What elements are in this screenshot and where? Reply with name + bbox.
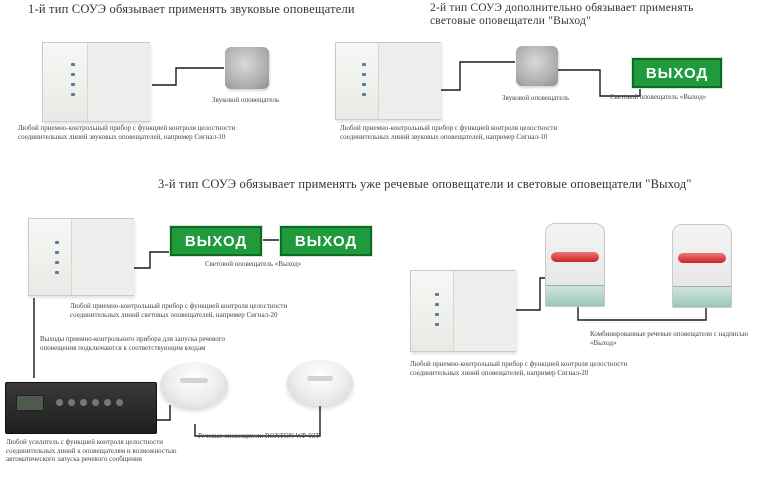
type3-heading: 3-й тип СОУЭ обязывает применять уже реч… [158, 177, 692, 191]
type3-amp-caption: Любой усилитель с функцией контроля цело… [6, 438, 177, 463]
combo-sirens-caption: Комбинированные речевые оповещатели с на… [590, 330, 749, 347]
type3-panel-caption: Любой приемно-контрольный прибор с функц… [70, 302, 288, 319]
type3-amplifier-icon [5, 382, 157, 434]
type1-panel-caption: Любой приемно-контрольный прибор с функц… [18, 124, 236, 141]
combo-control-panel [410, 270, 516, 352]
wire-type2-panel-siren [441, 61, 515, 91]
type3-link-caption: Выходы приемно-контрольного прибора для … [40, 335, 225, 352]
combo-siren-2-icon [672, 224, 732, 308]
wire-type2-siren-exit [558, 69, 641, 97]
type1-heading: 1-й тип СОУЭ обязывает применять звуковы… [28, 2, 355, 16]
type2-panel-caption: Любой приемно-контрольный прибор с функц… [340, 124, 558, 141]
type3-speaker-1-icon [160, 362, 228, 408]
type3-control-panel [28, 218, 134, 296]
type2-heading: 2-й тип СОУЭ дополнительно обязывает при… [430, 2, 694, 27]
type2-siren-caption: Звуковой оповещатель [502, 94, 570, 102]
type2-exit-sign-icon: ВЫХОД [632, 58, 722, 88]
type1-sounder-icon [225, 47, 269, 89]
combo-panel-caption: Любой приемно-контрольный прибор с функц… [410, 360, 628, 377]
type2-control-panel [335, 42, 441, 120]
wire-type1-panel-siren [152, 67, 224, 86]
type1-siren-caption: Звуковой оповещатель [212, 96, 280, 104]
type1-control-panel [42, 42, 150, 122]
type3-exit-sign-2-icon: ВЫХОД [280, 226, 372, 256]
type2-sounder-icon [516, 46, 558, 86]
combo-siren-1-icon [545, 223, 605, 307]
type2-exit-caption: Световой оповещатель «Выход» [610, 93, 707, 101]
type3-speakers-caption: Речевые оповещатели ROXTON WP-03T [198, 432, 320, 440]
type3-exit-caption: Световой оповещатель «Выход» [205, 260, 302, 268]
type3-speaker-2-icon [287, 360, 353, 406]
wire-type3-spk-spk [194, 405, 321, 437]
type3-exit-sign-1-icon: ВЫХОД [170, 226, 262, 256]
wire-combo-siren-siren [577, 300, 707, 321]
